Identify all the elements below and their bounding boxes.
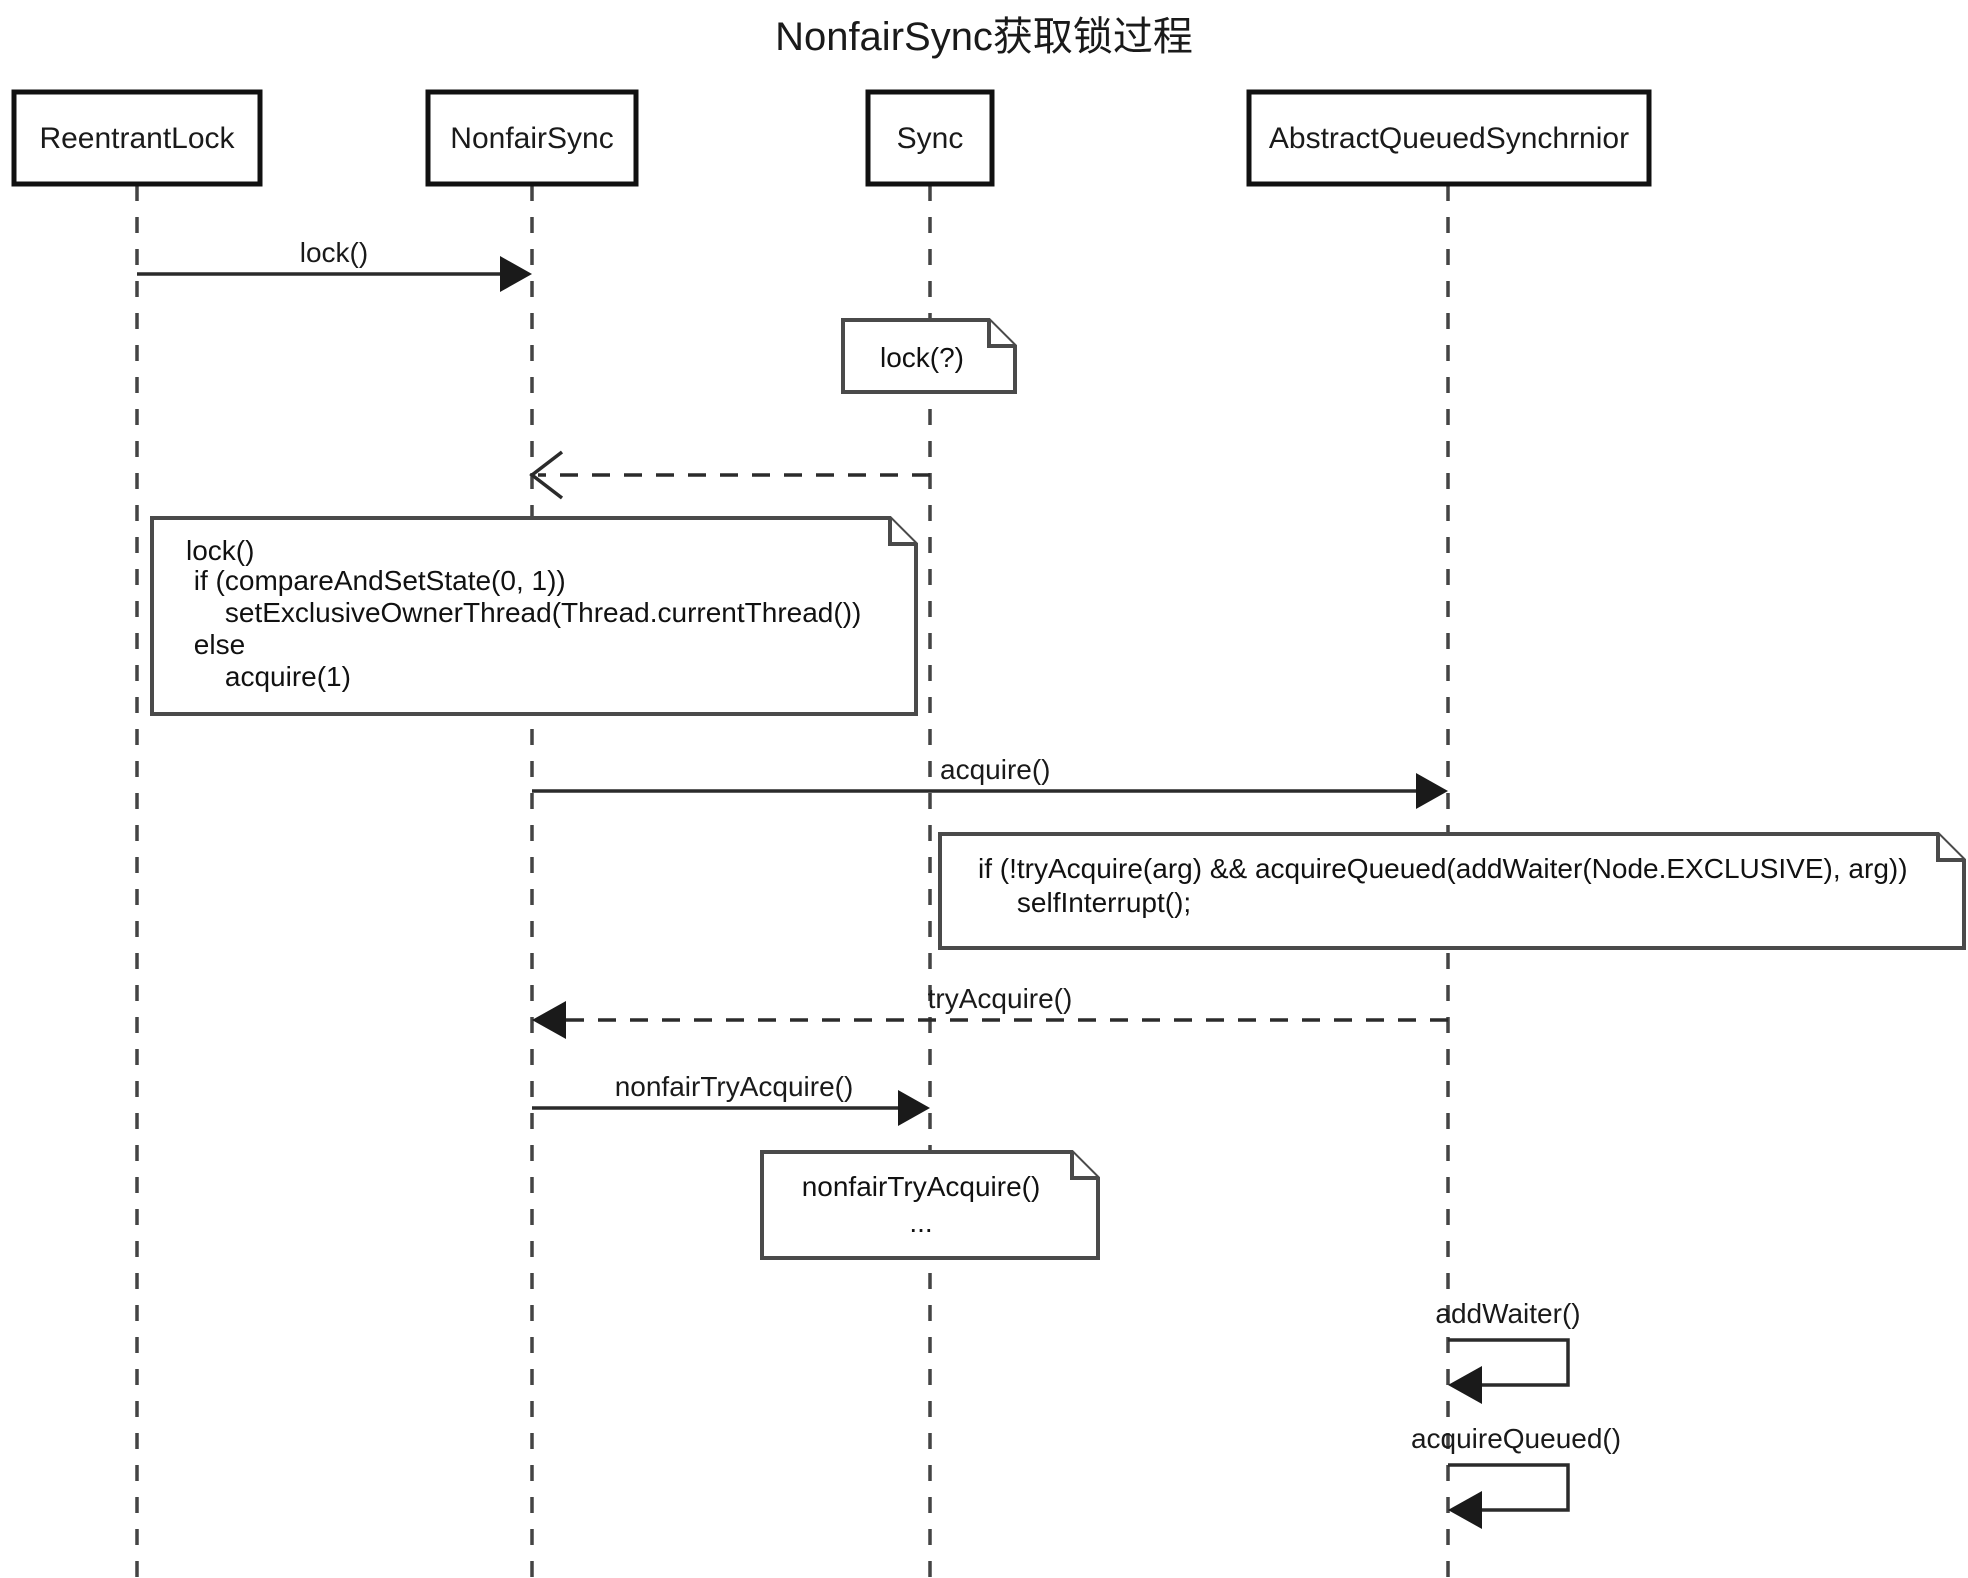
note-line-lock-question-0: lock(?) xyxy=(880,342,964,373)
note-fold-sync-nonfairtryacquire xyxy=(1070,1152,1098,1180)
note-fold-nonfairsync-lock xyxy=(888,518,916,546)
arrowhead-tryacquire xyxy=(532,1001,566,1039)
message-label-acquire: acquire() xyxy=(940,754,1050,785)
participant-box-aqs[interactable] xyxy=(1246,89,1652,187)
participant-nonfairsync[interactable]: NonfairSync xyxy=(425,89,639,187)
arrowhead-acquirequeued xyxy=(1448,1491,1482,1529)
note-line-sync-nonfairtryacquire-1: ... xyxy=(909,1207,932,1238)
note-line-nonfairsync-lock-3: else xyxy=(186,629,245,660)
message-label-tryacquire: tryAcquire() xyxy=(928,983,1073,1014)
arrowhead-acquire xyxy=(1416,773,1448,809)
note-fold-lock-question xyxy=(987,320,1015,348)
arrowhead-lock xyxy=(500,256,532,292)
note-aqs-acquire-body[interactable]: if (!tryAcquire(arg) && acquireQueued(ad… xyxy=(938,832,1966,950)
lifelines-group xyxy=(135,185,1450,1578)
participant-box-nonfairsync[interactable] xyxy=(425,89,639,187)
participant-label-aqs: AbstractQueuedSynchrnior xyxy=(1269,122,1629,155)
diagram-title: NonfairSync获取锁过程 xyxy=(775,15,1193,59)
arrowhead-nonfairtryacquire xyxy=(898,1090,930,1126)
participant-box-reentrantlock[interactable] xyxy=(11,89,263,187)
arrowhead-open-return-sync xyxy=(529,450,564,500)
message-tryacquire[interactable]: tryAcquire() xyxy=(532,983,1448,1039)
participant-sync[interactable]: Sync xyxy=(865,89,995,187)
note-body-lock-question xyxy=(841,318,1017,394)
participant-label-sync: Sync xyxy=(897,122,964,155)
participant-box-sync[interactable] xyxy=(865,89,995,187)
participant-label-nonfairsync: NonfairSync xyxy=(450,122,613,155)
message-label-nonfairtryacquire: nonfairTryAcquire() xyxy=(615,1071,854,1102)
note-body-sync-nonfairtryacquire xyxy=(760,1150,1100,1260)
self-message-label-acquirequeued: acquireQueued() xyxy=(1411,1423,1621,1454)
participant-aqs[interactable]: AbstractQueuedSynchrnior xyxy=(1246,89,1652,187)
note-body-nonfairsync-lock xyxy=(150,516,918,716)
note-line-nonfairsync-lock-0: lock() xyxy=(186,535,254,566)
note-line-sync-nonfairtryacquire-0: nonfairTryAcquire() xyxy=(802,1171,1041,1202)
note-line-nonfairsync-lock-4: acquire(1) xyxy=(186,661,351,692)
note-nonfairsync-lock-body[interactable]: lock() if (compareAndSetState(0, 1)) set… xyxy=(150,516,918,716)
note-lock-question[interactable]: lock(?) xyxy=(841,318,1017,394)
note-body-aqs-acquire xyxy=(938,832,1966,950)
note-line-nonfairsync-lock-2: setExclusiveOwnerThread(Thread.currentTh… xyxy=(186,597,861,628)
note-line-aqs-acquire-0: if (!tryAcquire(arg) && acquireQueued(ad… xyxy=(978,853,1908,884)
note-sync-nonfairtryacquire-body[interactable]: nonfairTryAcquire() ... xyxy=(760,1150,1100,1260)
note-fold-aqs-acquire xyxy=(1936,834,1964,862)
self-message-label-addwaiter: addWaiter() xyxy=(1435,1298,1580,1329)
note-line-nonfairsync-lock-1: if (compareAndSetState(0, 1)) xyxy=(186,565,566,596)
self-message-addwaiter[interactable]: addWaiter() xyxy=(1435,1298,1581,1404)
self-message-path-addwaiter xyxy=(1448,1338,1570,1387)
message-nonfairtryacquire[interactable]: nonfairTryAcquire() xyxy=(532,1071,930,1126)
participant-label-reentrantlock: ReentrantLock xyxy=(39,122,235,155)
message-acquire[interactable]: acquire() xyxy=(532,754,1448,809)
message-lock[interactable]: lock() xyxy=(137,237,532,292)
arrowhead-addwaiter xyxy=(1448,1366,1482,1404)
participant-reentrantlock[interactable]: ReentrantLock xyxy=(11,89,263,187)
self-message-acquirequeued[interactable]: acquireQueued() xyxy=(1411,1423,1621,1529)
message-return-sync-to-nonfairsync[interactable] xyxy=(529,450,930,500)
self-message-path-acquirequeued xyxy=(1448,1463,1570,1512)
note-line-aqs-acquire-1: selfInterrupt(); xyxy=(978,887,1191,918)
message-label-lock: lock() xyxy=(300,237,368,268)
